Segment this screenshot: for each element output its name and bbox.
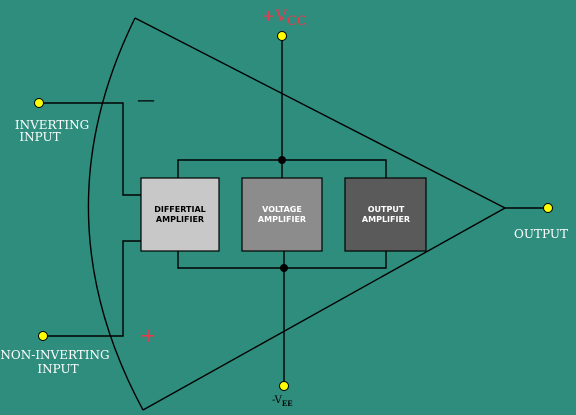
- top-junction-dot: [278, 156, 286, 164]
- non-inverting-input-label-line2: INPUT: [37, 362, 78, 376]
- non-inverting-input-wire: [43, 240, 141, 337]
- block-label-line1: OUTPUT: [368, 205, 405, 214]
- block-label-line1: DIFFERTIAL: [154, 205, 206, 214]
- output-label: OUTPUT: [514, 227, 568, 241]
- vcc-label: +VCC: [262, 6, 307, 29]
- non-inverting-input-terminal[interactable]: [38, 331, 48, 341]
- inverting-input-wire: [39, 102, 141, 196]
- block-label-line2: AMPLIFIER: [258, 215, 306, 224]
- triangle-back-curve: [87, 17, 144, 411]
- output-terminal[interactable]: [543, 203, 553, 213]
- block-differential-amplifier: DIFFERTIAL AMPLIFIER: [140, 177, 220, 252]
- inverting-input-label-line2: INPUT: [19, 130, 60, 144]
- inverting-input-terminal[interactable]: [34, 98, 44, 108]
- inverting-input-label-line1: INVERTING: [15, 118, 89, 132]
- vee-terminal[interactable]: [279, 381, 289, 391]
- triangle-top-edge: [134, 17, 506, 209]
- block-label-line2: AMPLIFIER: [156, 215, 204, 224]
- non-inverting-input-label-line1: NON-INVERTING: [0, 348, 109, 362]
- bottom-junction-dot: [280, 264, 288, 272]
- block-label-line1: VOLTAGE: [262, 205, 302, 214]
- block-voltage-amplifier: VOLTAGE AMPLIFIER: [241, 177, 323, 252]
- plus-sign: +: [140, 323, 157, 347]
- triangle-bottom-edge: [142, 207, 506, 411]
- vcc-terminal[interactable]: [277, 31, 287, 41]
- vee-label: -VEE: [272, 395, 293, 408]
- block-output-amplifier: OUTPUT AMPLIFIER: [344, 177, 427, 252]
- minus-sign: —: [137, 90, 155, 111]
- block-label-line2: AMPLIFIER: [362, 215, 410, 224]
